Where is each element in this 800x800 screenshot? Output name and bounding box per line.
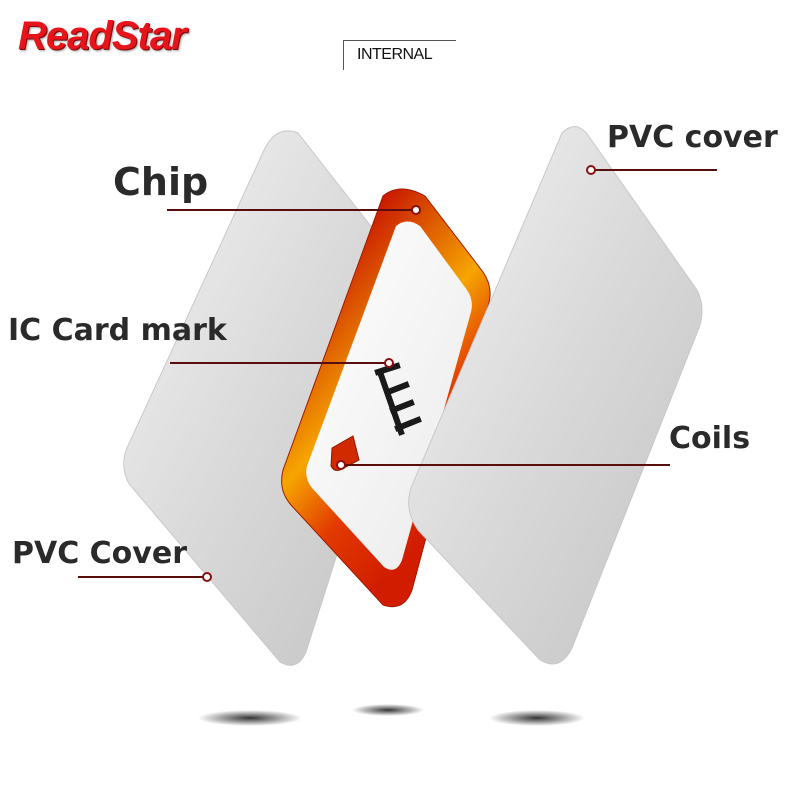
leader-lines (78, 169, 717, 578)
leader-dots (202, 165, 596, 582)
label-pvc-cover-right: PVC cover (607, 120, 778, 155)
shadow-left (198, 710, 302, 726)
coils-leader-dot (336, 460, 346, 470)
internal-tag: INTERNAL (343, 40, 456, 70)
label-chip: Chip (113, 160, 209, 204)
label-pvc-cover-left: PVC Cover (12, 536, 187, 571)
label-ic-card-mark: IC Card mark (8, 313, 227, 348)
ic-card-logo-icon (374, 362, 422, 436)
label-coils: Coils (669, 421, 751, 456)
internal-tag-label: INTERNAL (357, 46, 433, 63)
shadow-right (489, 710, 585, 726)
ic-mark-leader-dot (384, 358, 394, 368)
pvc-left-leader-dot (202, 572, 212, 582)
pvc-cover-right-card (408, 126, 703, 665)
readstar-logo: ReadStar (18, 14, 187, 58)
pvc-right-leader-dot (586, 165, 596, 175)
chip-leader-dot (411, 205, 421, 215)
shadow-middle (352, 704, 424, 716)
